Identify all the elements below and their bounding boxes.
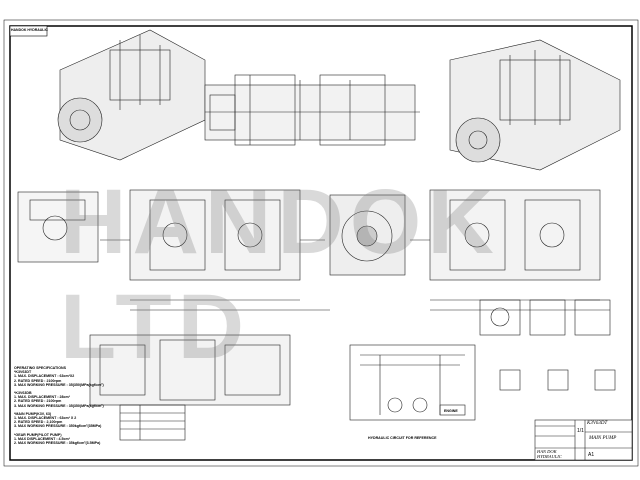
operating-specifications: OPERATING SPECIFICATIONS *K3V63DT 1. MAX…	[14, 366, 104, 445]
spec-group-name: *GEAR PUMP(PILOT PUMP)	[14, 432, 62, 437]
scale: 1/1	[577, 428, 584, 434]
front-view-right	[410, 189, 610, 311]
spec-line: 1. MAX. DISPLACEMENT : 28cm³	[14, 395, 70, 400]
spec-line: 2. RATED SPEED : 2,100rpm	[14, 420, 63, 425]
front-view-left	[100, 189, 330, 311]
drawing-name: MAIN PUMP	[589, 436, 617, 441]
spec-group-name: *MAIN PUMP(K3V, 63)	[14, 411, 52, 416]
spec-line: 1. MAX DISPLACEMENT : 4.5cm³	[14, 436, 70, 441]
title-tag: HANDOK HYDRAULIC	[11, 28, 48, 32]
bottom-view	[89, 334, 291, 406]
side-view-top	[204, 74, 420, 146]
watermark: HANDOK LTD	[60, 171, 500, 378]
sheet-size: A1	[588, 452, 595, 458]
engine-label: ENGINE	[444, 409, 458, 413]
company-name: HAN DOK HYDRAULIC	[537, 449, 562, 459]
circuit-title: HYDRAULIC CIRCUIT FOR REFERENCE	[368, 436, 437, 440]
spec-group-name: *K3V63DB	[14, 391, 32, 396]
spec-heading: OPERATING SPECIFICATIONS	[14, 366, 66, 370]
end-view-left	[17, 191, 99, 263]
port-detail-views	[479, 299, 616, 391]
table-box	[119, 404, 186, 441]
title-tag-box	[9, 25, 48, 37]
spec-line: 3. MAX WORKING PRESSURE : 35(350)MPa(kgf…	[14, 382, 104, 387]
flange-view-center	[329, 194, 406, 276]
isometric-view-right	[449, 39, 621, 171]
spec-line: 1. MAX. DISPLACEMENT : 63cm³X2	[14, 374, 75, 379]
spec-line: 3. MAX WORKING PRESSURE : 350kgf/cm²(35M…	[14, 424, 102, 429]
spec-group-name: *K3V63DT	[14, 370, 32, 375]
spec-line: 2. MAX WORKING PRESSURE : 35kgf/cm²(3.5M…	[14, 441, 101, 446]
hydraulic-circuit	[349, 344, 476, 421]
drawing-border	[9, 25, 633, 461]
spec-line: 2. RATED SPEED : 2100rpm	[14, 378, 62, 383]
isometric-view-left	[57, 29, 206, 161]
title-block	[534, 419, 633, 461]
spec-line: 3. MAX WORKING PRESSURE : 35(350)MPa(kgf…	[14, 403, 104, 408]
model-name: K3V63DT	[587, 421, 608, 426]
spec-line: 2. RATED SPEED : 2100rpm	[14, 399, 62, 404]
spec-line: 1. MAX. DISPLACEMENT : 63cm³ X 2	[14, 416, 77, 421]
